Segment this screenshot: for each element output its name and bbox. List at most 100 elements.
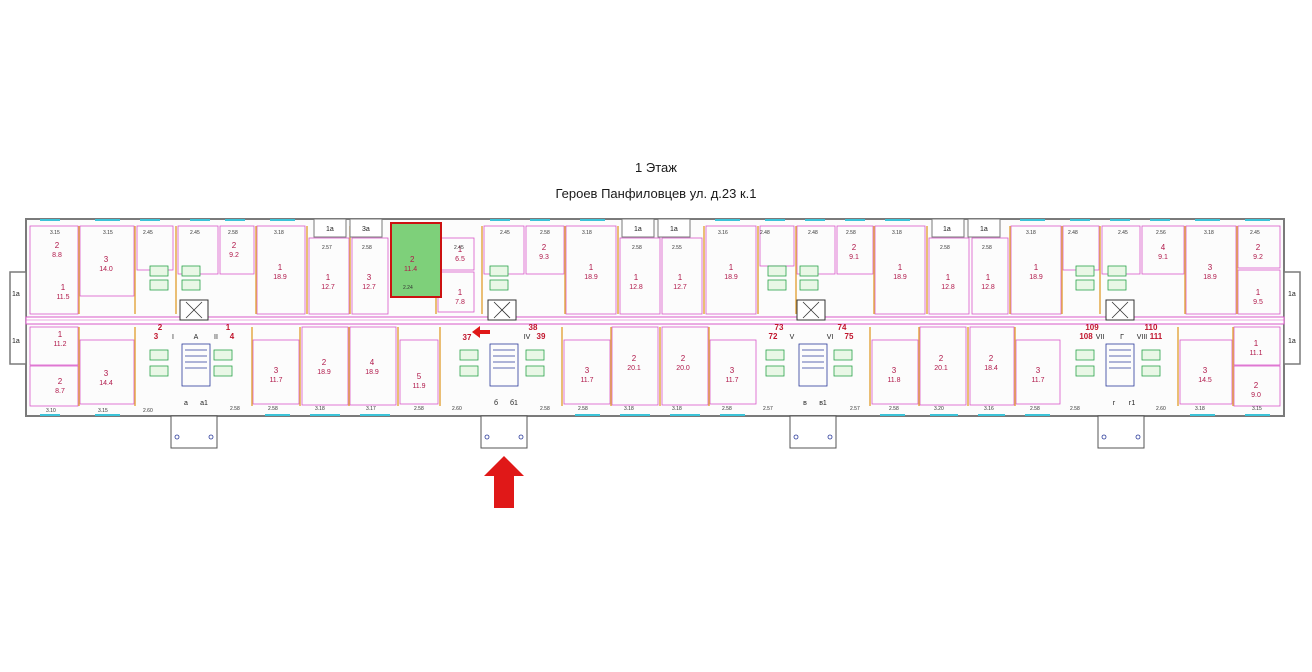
room-area-bottom-8: 20.1 [627,365,641,372]
entrance-label-5: в1 [819,400,827,407]
section-label-8: VIII [1137,334,1148,341]
room-area-bottom-3: 11.7 [269,377,282,384]
entrance-porches [170,415,1145,449]
room-area-bottom-16: 11.1 [1249,350,1262,357]
room-area-top-9: 9.3 [539,254,549,261]
svg-text:2.58: 2.58 [1070,406,1080,412]
svg-text:3.16: 3.16 [718,230,728,236]
room-number-top-1: 3 [104,255,109,264]
room-number-top-2: 1 [61,283,66,292]
entrance-label-3: б1 [510,399,518,407]
room-area-bottom-1: 14.4 [99,380,113,387]
svg-text:2.58: 2.58 [632,245,642,251]
svg-text:3.18: 3.18 [1026,230,1036,236]
svg-text:3.18: 3.18 [624,406,634,412]
room-area-top-4: 18.9 [273,274,287,281]
room-number-bottom-5: 4 [370,358,375,367]
room-number-top-18: 1 [1034,263,1039,272]
svg-text:2.58: 2.58 [1030,406,1040,412]
room-area-bottom-14: 11.7 [1031,377,1044,384]
room-area-bottom-13: 18.4 [984,365,998,372]
apartment-number-8: 72 [769,332,778,341]
room-number-bottom-9: 2 [681,354,686,363]
svg-text:2.60: 2.60 [452,406,462,412]
right-bay [1283,271,1301,365]
svg-text:1а: 1а [943,226,951,233]
svg-text:2.58: 2.58 [540,406,550,412]
svg-text:1а: 1а [980,226,988,233]
room-area-bottom-6: 11.9 [412,383,425,390]
room-number-top-15: 1 [898,263,903,272]
entrance-label-0: а [184,400,188,407]
room-number-top-0: 2 [55,241,60,250]
svg-text:3а: 3а [362,226,370,233]
svg-text:3.17: 3.17 [366,406,376,412]
room-number-bottom-2: 2 [58,377,63,386]
room-number-bottom-13: 2 [989,354,994,363]
room-area-bottom-0: 11.2 [53,341,66,348]
room-area-top-18: 18.9 [1029,274,1043,281]
room-area-top-21: 9.2 [1253,254,1263,261]
room-number-bottom-14: 3 [1036,366,1041,375]
bottom-rooms [29,326,1281,407]
room-number-top-9: 2 [542,243,547,252]
room-number-bottom-12: 2 [939,354,944,363]
room-number-top-13: 1 [729,263,734,272]
room-number-bottom-11: 3 [892,366,897,375]
svg-text:1а: 1а [12,338,20,345]
room-number-top-14: 2 [852,243,857,252]
room-area-bottom-5: 18.9 [365,369,379,376]
svg-text:3.18: 3.18 [1195,406,1205,412]
apartment-number-14: 111 [1150,332,1163,341]
apartment-number-1: 3 [154,332,159,341]
room-number-top-8: 1 [458,288,463,297]
room-number-bottom-16: 1 [1254,339,1259,348]
section-label-7: Г [1120,334,1124,341]
room-number-bottom-17: 2 [1254,381,1259,390]
apartment-number-10: 75 [845,332,854,341]
room-area-bottom-2: 8.7 [55,388,65,395]
room-area-bottom-4: 18.9 [317,369,331,376]
section-label-6: VII [1096,334,1105,341]
room-number-top-12: 1 [678,273,683,282]
svg-text:1а: 1а [1288,291,1296,298]
apartment-number-0: 2 [158,323,163,332]
room-number-top-3: 2 [232,241,237,250]
svg-text:3.15: 3.15 [98,408,108,414]
svg-text:2.60: 2.60 [143,408,153,414]
room-area-bottom-9: 20.0 [676,365,690,372]
svg-text:3.18: 3.18 [672,406,682,412]
room-area-top-13: 18.9 [724,274,738,281]
section-label-5: VI [827,334,834,341]
room-area-bottom-10: 11.7 [725,377,738,384]
svg-text:2.24: 2.24 [403,285,413,291]
room-area-top-15: 18.9 [893,274,907,281]
svg-text:1а: 1а [1288,338,1296,345]
svg-text:3.15: 3.15 [50,230,60,236]
svg-text:2.45: 2.45 [143,230,153,236]
left-bay [9,271,27,365]
room-number-bottom-4: 2 [322,358,327,367]
svg-text:2.58: 2.58 [230,406,240,412]
entrance-label-2: б [494,399,498,407]
apartment-number-4: 37 [463,333,472,342]
room-number-top-4: 1 [278,263,283,272]
svg-text:2.45: 2.45 [1118,230,1128,236]
room-number-bottom-1: 3 [104,369,109,378]
svg-text:2.60: 2.60 [1156,406,1166,412]
entrance-label-7: г1 [1129,400,1136,407]
svg-text:2.58: 2.58 [228,230,238,236]
room-area-bottom-17: 9.0 [1251,392,1261,399]
entrance-label-4: в [803,400,807,407]
room-number-bottom-7: 3 [585,366,590,375]
room-number-bottom-15: 3 [1203,366,1208,375]
room-number-bottom-3: 3 [274,366,279,375]
room-area-top-7: 6.5 [455,256,465,263]
svg-text:3.18: 3.18 [315,406,325,412]
apartment-number-5: 38 [529,323,538,332]
highlight-room-area: 11.4 [404,266,417,273]
room-area-top-11: 12.8 [629,284,643,291]
